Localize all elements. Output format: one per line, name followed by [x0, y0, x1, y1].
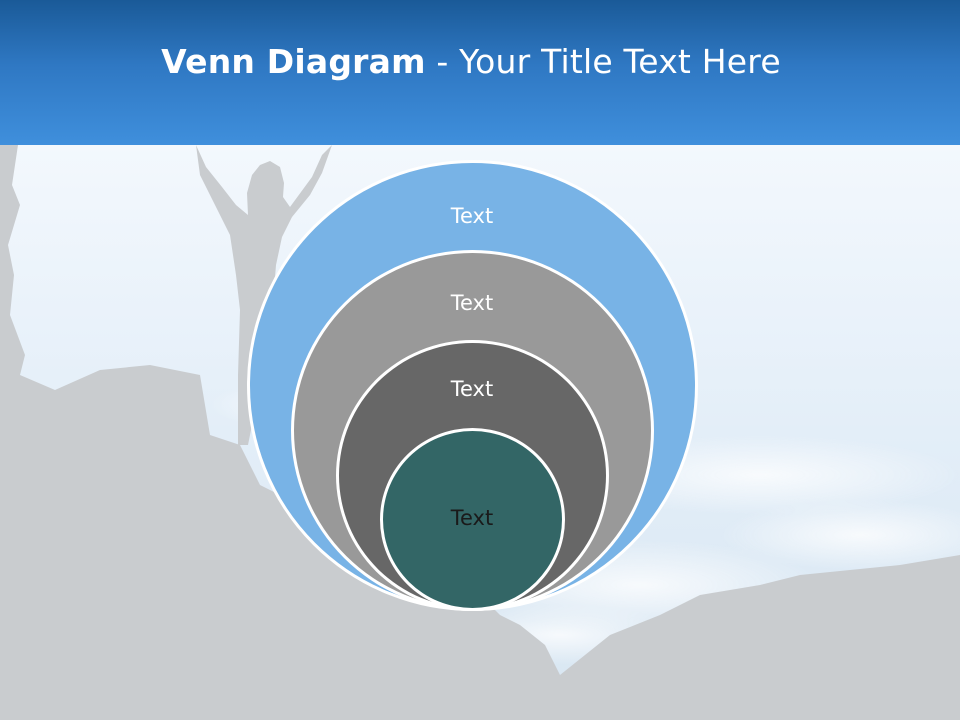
title-bold: Venn Diagram [161, 42, 426, 81]
header-bar: Venn Diagram - Your Title Text Here [0, 0, 960, 145]
circle-inner [380, 428, 565, 611]
circle-second-label: Text [450, 291, 494, 315]
circle-third-label: Text [450, 377, 494, 401]
circle-inner-label: Text [450, 506, 494, 530]
mountain-silhouette [0, 145, 960, 720]
circle-outer-label: Text [450, 204, 494, 228]
person-silhouette [196, 145, 332, 445]
title-rest: - Your Title Text Here [425, 42, 781, 81]
slide-title: Venn Diagram - Your Title Text Here [0, 42, 942, 81]
